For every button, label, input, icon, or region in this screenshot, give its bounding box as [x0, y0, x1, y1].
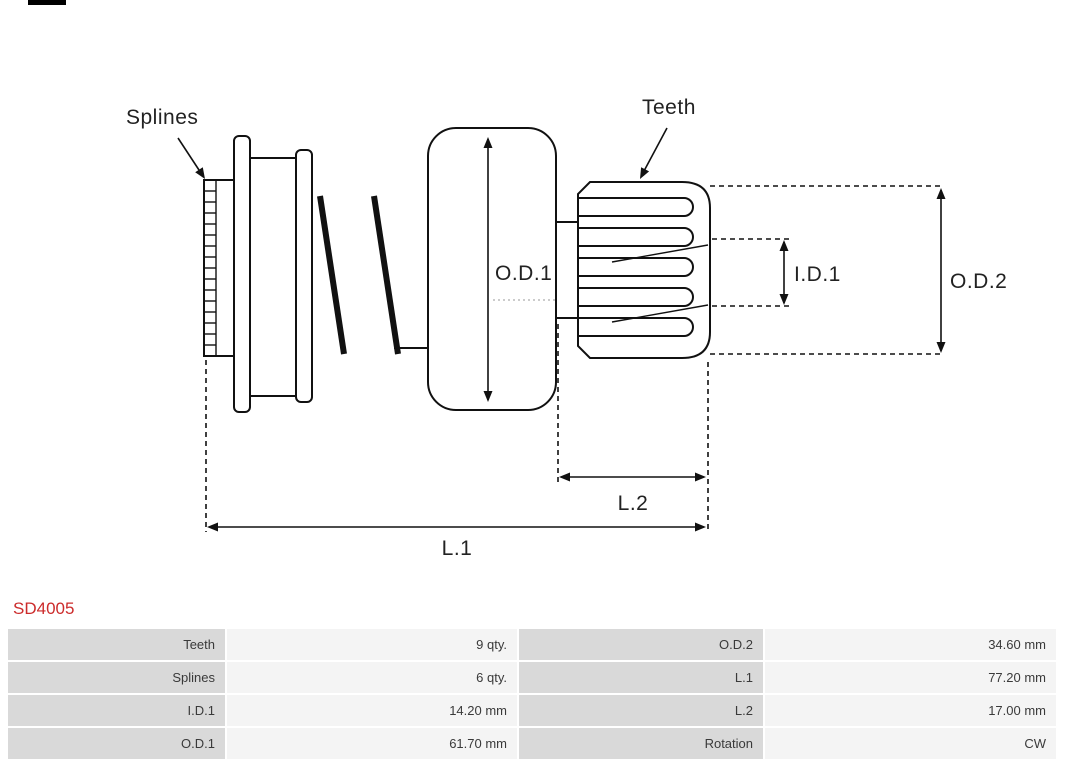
od1-label: O.D.1: [495, 262, 552, 285]
splined-shaft: [203, 179, 235, 357]
front-flange: [233, 135, 251, 413]
gear-teeth: [578, 197, 709, 337]
l1-label: L.1: [442, 537, 473, 560]
spec-label-cell: Splines: [8, 662, 225, 693]
teeth-label: Teeth: [642, 96, 696, 119]
spec-label-cell: Rotation: [519, 728, 763, 759]
spline-serrations: [204, 190, 216, 346]
od2-label: O.D.2: [950, 270, 1007, 293]
l2-label: L.2: [618, 492, 649, 515]
spec-value-cell: CW: [765, 728, 1056, 759]
dim-od2: O.D.2: [936, 188, 1007, 353]
pinion-shaft: [555, 221, 579, 319]
spec-value-cell: 61.70 mm: [227, 728, 517, 759]
dim-od1: O.D.1: [483, 137, 555, 402]
technical-drawing: O.D.1 I.D.1 O.D.2 L.2 L.1 Splines Te: [126, 96, 1007, 560]
spec-value-cell: 9 qty.: [227, 629, 517, 660]
spec-value-cell: 77.20 mm: [765, 662, 1056, 693]
top-left-mark: [28, 0, 66, 5]
spec-label-cell: O.D.1: [8, 728, 225, 759]
splines-label: Splines: [126, 106, 198, 129]
part-number: SD4005: [13, 599, 75, 618]
splines-pointer: Splines: [126, 106, 205, 179]
dim-l1: L.1: [207, 522, 706, 560]
spec-label-cell: Teeth: [8, 629, 225, 660]
spec-value-cell: 14.20 mm: [227, 695, 517, 726]
hub-cylinder: [249, 157, 297, 397]
teeth-pointer: Teeth: [640, 96, 696, 179]
dim-l2: L.2: [559, 472, 706, 515]
clutch-spring: [317, 195, 428, 355]
spec-value-cell: 34.60 mm: [765, 629, 1056, 660]
dim-id1: I.D.1: [779, 240, 841, 305]
spec-label-cell: L.1: [519, 662, 763, 693]
rear-flange: [295, 149, 313, 403]
pinion-gear: [577, 181, 711, 359]
spec-value-cell: 6 qty.: [227, 662, 517, 693]
id1-label: I.D.1: [794, 263, 841, 286]
spec-label-cell: O.D.2: [519, 629, 763, 660]
dashed-extension-lines: [205, 185, 944, 532]
spec-label-cell: L.2: [519, 695, 763, 726]
spec-value-cell: 17.00 mm: [765, 695, 1056, 726]
spec-label-cell: I.D.1: [8, 695, 225, 726]
